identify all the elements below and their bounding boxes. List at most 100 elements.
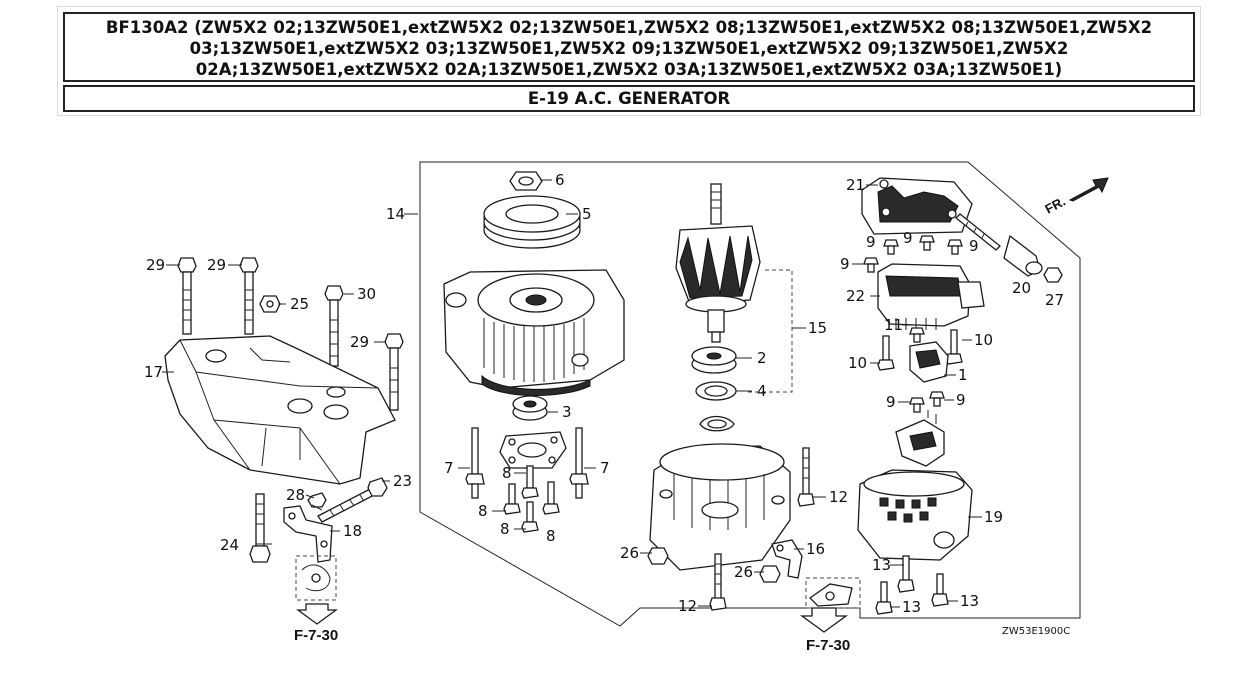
callout-8-d[interactable]: 8 [546, 527, 556, 545]
callout-6[interactable]: 6 [555, 171, 565, 189]
rectifier-1[interactable] [909, 341, 949, 383]
bearing-3[interactable] [512, 395, 548, 421]
model-title: BF130A2 (ZW5X2 02;13ZW50E1,extZW5X2 02;1… [63, 12, 1195, 82]
callout-13-a[interactable]: 13 [872, 556, 891, 574]
leader-lines [162, 179, 982, 608]
figure-code: ZW53E1900C [1002, 626, 1070, 637]
callout-16[interactable]: 16 [806, 540, 825, 558]
bolt-10-a[interactable] [877, 335, 895, 371]
callout-18[interactable]: 18 [343, 522, 362, 540]
reference-arrow-left [296, 603, 338, 625]
spring-clip [699, 415, 735, 432]
bolt-7-a[interactable] [465, 427, 485, 499]
callout-20[interactable]: 20 [1012, 279, 1031, 297]
callout-25[interactable]: 25 [290, 295, 309, 313]
callout-13-c[interactable]: 13 [960, 592, 979, 610]
screw-11[interactable] [909, 327, 925, 343]
callout-15[interactable]: 15 [808, 319, 827, 337]
callout-9-a[interactable]: 9 [866, 233, 876, 251]
bolt-13-a[interactable] [897, 555, 915, 593]
bolt-12-b[interactable] [709, 553, 727, 611]
screw-8-c[interactable] [521, 501, 539, 533]
screw-9-pair [909, 391, 945, 413]
callout-12-a[interactable]: 12 [829, 488, 848, 506]
callout-19[interactable]: 19 [984, 508, 1003, 526]
bolt-12-a[interactable] [797, 447, 815, 507]
pulley-5[interactable] [483, 195, 581, 249]
callout-13-b[interactable]: 13 [902, 598, 921, 616]
bolt-13-b[interactable] [875, 581, 893, 615]
callout-10-b[interactable]: 10 [974, 331, 993, 349]
callout-1[interactable]: 1 [958, 366, 968, 384]
callout-3[interactable]: 3 [562, 403, 572, 421]
ring-4[interactable] [695, 381, 737, 401]
rear-housing [649, 443, 791, 571]
screw-9-row [863, 235, 963, 273]
callout-27[interactable]: 27 [1045, 291, 1064, 309]
callout-28[interactable]: 28 [286, 486, 305, 504]
reference-left[interactable]: F-7-30 [294, 627, 338, 644]
alternator-body-14[interactable] [443, 269, 625, 397]
callout-12-b[interactable]: 12 [678, 597, 697, 615]
rear-cover-19[interactable] [857, 469, 973, 561]
bolt-29-c[interactable] [384, 333, 404, 411]
brush-holder-21[interactable] [861, 177, 973, 235]
callout-10-a[interactable]: 10 [848, 354, 867, 372]
bearing-2[interactable] [691, 346, 737, 374]
callout-2[interactable]: 2 [757, 349, 767, 367]
callout-4[interactable]: 4 [757, 382, 767, 400]
callout-26-b[interactable]: 26 [734, 563, 753, 581]
bearing-retainer-plate [499, 431, 567, 469]
callout-29-c[interactable]: 29 [350, 333, 369, 351]
screw-8-d[interactable] [542, 481, 560, 515]
bolt-28[interactable] [307, 492, 327, 511]
nut-26-b[interactable] [759, 565, 781, 583]
callout-7-a[interactable]: 7 [444, 459, 454, 477]
bolt-29-b[interactable] [239, 257, 259, 335]
callout-17[interactable]: 17 [144, 363, 163, 381]
nut-25[interactable] [259, 295, 281, 313]
nut-27[interactable] [1043, 267, 1063, 283]
callout-9-b[interactable]: 9 [903, 229, 913, 247]
bolt-23[interactable] [317, 477, 388, 523]
callout-29-b[interactable]: 29 [207, 256, 226, 274]
callout-14[interactable]: 14 [386, 205, 405, 223]
insulator-20[interactable] [1003, 234, 1043, 277]
nut-26-a[interactable] [647, 547, 669, 565]
rotor-15[interactable] [675, 183, 761, 343]
callout-11[interactable]: 11 [884, 316, 903, 334]
callout-24[interactable]: 24 [220, 536, 239, 554]
callout-8-c[interactable]: 8 [500, 520, 510, 538]
callout-8-b[interactable]: 8 [478, 502, 488, 520]
callout-30[interactable]: 30 [357, 285, 376, 303]
regulator-22[interactable] [877, 263, 985, 330]
screw-8-a[interactable] [521, 465, 539, 499]
assembly-outline [419, 161, 1081, 627]
bolt-29-a[interactable] [177, 257, 197, 335]
mount-bracket-17[interactable] [164, 335, 396, 485]
bracket-18[interactable] [283, 505, 333, 563]
callout-21[interactable]: 21 [846, 176, 865, 194]
screw-8-b[interactable] [503, 483, 521, 515]
callout-29-a[interactable]: 29 [146, 256, 165, 274]
reference-right[interactable]: F-7-30 [806, 637, 850, 654]
section-title: E-19 A.C. GENERATOR [63, 85, 1195, 112]
nut-6[interactable] [509, 171, 543, 191]
front-arrow-icon [1068, 177, 1109, 202]
bolt-13-c[interactable] [931, 573, 949, 607]
callout-9-e[interactable]: 9 [886, 393, 896, 411]
callout-22[interactable]: 22 [846, 287, 865, 305]
callout-26-a[interactable]: 26 [620, 544, 639, 562]
callout-7-b[interactable]: 7 [600, 459, 610, 477]
callout-23[interactable]: 23 [393, 472, 412, 490]
callout-5[interactable]: 5 [582, 205, 592, 223]
bolt-7-b[interactable] [569, 427, 589, 499]
bolt-30[interactable] [324, 285, 344, 367]
callout-8-a[interactable]: 8 [502, 464, 512, 482]
callout-9-c[interactable]: 9 [969, 237, 979, 255]
bolt-10-b[interactable] [945, 329, 963, 365]
callout-9-d[interactable]: 9 [840, 255, 850, 273]
callout-9-f[interactable]: 9 [956, 391, 966, 409]
bolt-24[interactable] [249, 493, 271, 563]
